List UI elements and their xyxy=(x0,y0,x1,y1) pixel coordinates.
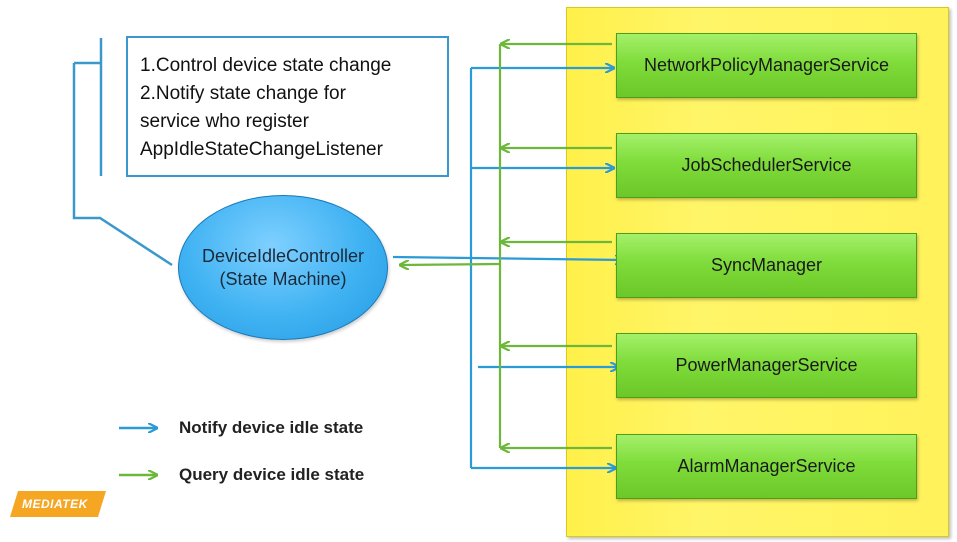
legend-notify-label: Notify device idle state xyxy=(179,418,364,437)
mediatek-logo-shape xyxy=(10,491,106,517)
query-lines xyxy=(400,44,612,448)
note-line: AppIdleStateChangeListener xyxy=(140,139,383,160)
controller-name: DeviceIdleController xyxy=(201,245,365,266)
service-alarm-manager: AlarmManagerService xyxy=(616,434,917,499)
service-label: AlarmManagerService xyxy=(677,456,856,476)
note-line: service who register xyxy=(140,111,309,132)
device-idle-controller-node: DeviceIdleController (State Machine) xyxy=(178,195,388,340)
mediatek-logo-text: MEDIATEK xyxy=(22,497,88,511)
service-label: PowerManagerService xyxy=(675,355,858,375)
service-network-policy-manager: NetworkPolicyManagerService xyxy=(616,33,917,98)
service-job-scheduler: JobSchedulerService xyxy=(616,133,917,198)
service-label: JobSchedulerService xyxy=(681,155,852,175)
controller-subtitle: (State Machine) xyxy=(219,268,347,289)
service-label: SyncManager xyxy=(710,255,823,275)
note-line: 2.Notify state change for xyxy=(140,83,346,104)
legend-query-label: Query device idle state xyxy=(179,465,365,484)
note-line: 1.Control device state change xyxy=(140,55,392,76)
note-box: 1.Control device state change 2.Notify s… xyxy=(126,36,449,177)
service-power-manager: PowerManagerService xyxy=(616,333,917,398)
service-label: NetworkPolicyManagerService xyxy=(643,55,890,75)
note-bracket xyxy=(72,38,173,267)
notify-lines xyxy=(392,68,624,468)
service-sync-manager: SyncManager xyxy=(616,233,917,298)
